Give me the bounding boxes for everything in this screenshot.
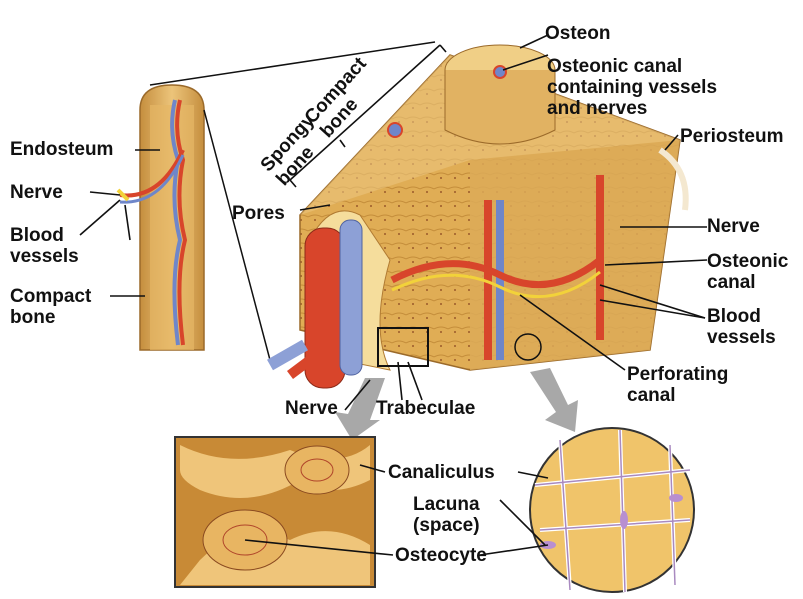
label-pores: Pores <box>232 203 285 224</box>
label-osteon: Osteon <box>545 23 610 44</box>
bone-shaft-section <box>118 85 204 350</box>
label-osteocyte: Osteocyte <box>395 545 487 566</box>
label-lacuna: Lacuna (space) <box>413 494 480 536</box>
label-osteonic-canal-vessels: Osteonic canal containing vessels and ne… <box>547 56 717 119</box>
label-periosteum: Periosteum <box>680 126 783 147</box>
label-nerve-left: Nerve <box>10 182 63 203</box>
label-blood-vessels-left: Blood vessels <box>10 225 79 267</box>
label-canaliculus: Canaliculus <box>388 462 495 483</box>
label-endosteum: Endosteum <box>10 139 113 160</box>
label-perforating-canal: Perforating canal <box>627 364 728 406</box>
label-nerve-right: Nerve <box>707 216 760 237</box>
osteocyte-inset <box>530 428 694 592</box>
label-blood-vessels-right: Blood vessels <box>707 306 776 348</box>
label-osteonic-canal: Osteonic canal <box>707 251 788 293</box>
label-trabeculae: Trabeculae <box>376 398 475 419</box>
label-compact-bone-left: Compact bone <box>10 286 91 328</box>
label-nerve-bottom: Nerve <box>285 398 338 419</box>
trabeculae-inset <box>175 437 375 587</box>
